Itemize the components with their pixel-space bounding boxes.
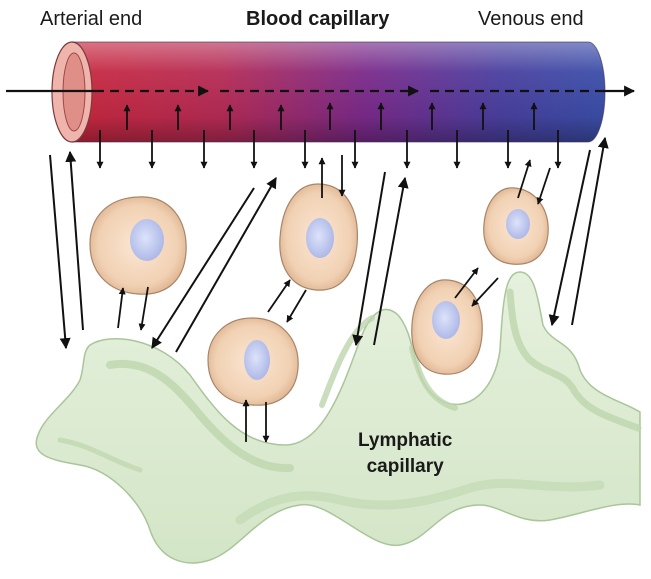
venous-end-label: Venous end [478, 8, 584, 30]
lymphatic-label-line2: capillary [366, 456, 444, 477]
tissue-cell [483, 187, 549, 265]
cell-nucleus [244, 340, 270, 380]
lymphatic-capillary-shape [35, 271, 642, 564]
blood-capillary-tube [51, 41, 606, 143]
lymphatic-capillary-label: Lymphatic capillary [358, 428, 452, 480]
tissue-cell [279, 183, 358, 291]
blood-capillary-label: Blood capillary [246, 8, 390, 30]
cell-nucleus [130, 219, 164, 261]
tissue-cell [411, 279, 483, 375]
cell-nucleus [306, 218, 334, 258]
tissue-cell [207, 317, 299, 406]
tissue-cell [89, 196, 187, 295]
arterial-end-label: Arterial end [40, 8, 143, 30]
cell-nucleus [432, 301, 460, 339]
flow-arrow [117, 155, 551, 443]
flow-arrow [96, 102, 562, 169]
lymphatic-label-line1: Lymphatic [358, 430, 453, 451]
cell-nucleus [506, 209, 530, 239]
flow-arrow [49, 136, 609, 353]
